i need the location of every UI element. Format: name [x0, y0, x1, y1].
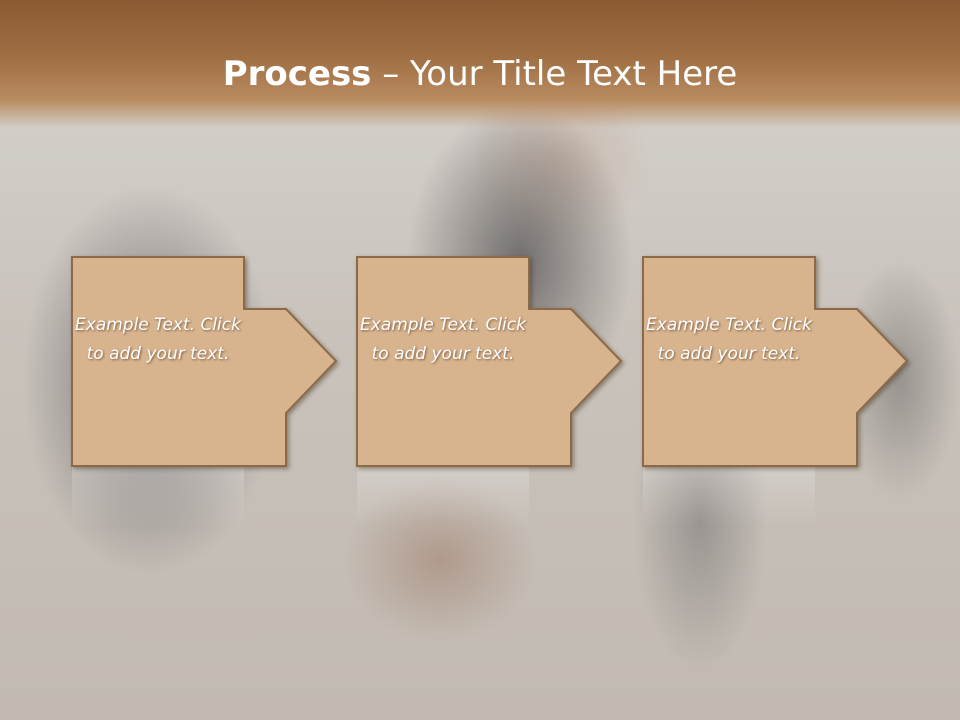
- step-3-reflection: [643, 466, 815, 526]
- step-3-arrow-box: [642, 256, 909, 467]
- title-banner: [0, 0, 960, 128]
- step-1-arrow-box: [71, 256, 338, 467]
- process-step-3[interactable]: [642, 256, 909, 526]
- process-step-2[interactable]: [356, 256, 623, 526]
- process-step-1[interactable]: [71, 256, 338, 526]
- step-2-arrow-box: [356, 256, 623, 467]
- step-3-text[interactable]: Example Text. Click to add your text.: [646, 315, 812, 364]
- slide-title[interactable]: Process – Your Title Text Here: [0, 52, 960, 96]
- step-1-text[interactable]: Example Text. Click to add your text.: [75, 315, 241, 364]
- step-2-reflection: [357, 466, 529, 526]
- title-bold-part: Process: [222, 54, 372, 94]
- step-2-text[interactable]: Example Text. Click to add your text.: [360, 315, 526, 364]
- title-rest-part: – Your Title Text Here: [371, 54, 738, 94]
- step-1-reflection: [72, 466, 244, 526]
